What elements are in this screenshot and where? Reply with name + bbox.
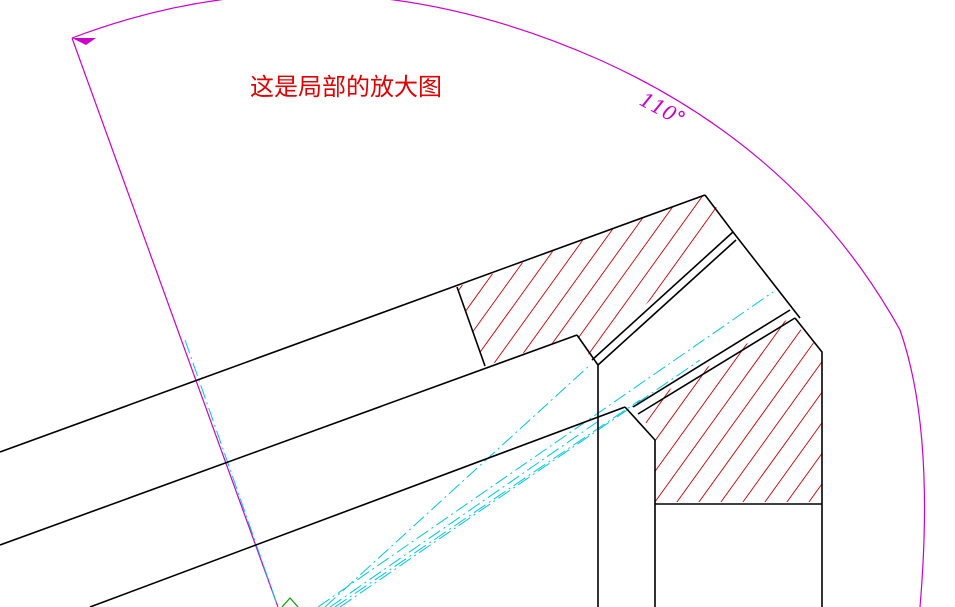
centerline-ray-3 [329,419,601,607]
hatch-line [457,195,517,366]
hatch-line [768,180,912,380]
hatch-line [707,318,822,502]
lower-edge-line [89,406,626,607]
hatch-line [503,195,649,366]
hatch-line [790,180,934,380]
chamfer-side [732,231,801,319]
hatch-line [525,195,671,366]
hatch-line [679,195,728,366]
hatch-line [240,180,384,380]
dimension-extension-line [71,37,279,607]
hatch-line [900,180,955,380]
hatch-line [641,318,801,502]
angle-dimension: 110° [71,0,926,607]
hatch-line [884,300,955,520]
right-hatch-section [400,300,955,520]
hatch-line [284,180,428,380]
hatch-line [751,318,822,502]
hatch-line [547,195,693,366]
hatch-line [400,300,558,520]
centerline-ray-2 [324,364,591,607]
ucs-marker-icon [281,597,299,607]
hatch-line [729,318,822,502]
hatch-line [928,300,955,520]
angle-dimension-label: 110° [636,87,690,131]
upper-hatch-section [240,180,955,380]
dimension-arc [71,0,926,607]
hatch-line [481,195,627,366]
gap-line-lower-a [632,309,791,408]
hatch-line [817,318,822,502]
dimension-arrowhead [72,38,96,45]
hatch-line [635,195,728,366]
hatch-line [906,300,955,520]
hatch-line [262,180,406,380]
outer-edge-line [0,194,706,453]
hatch-line [444,300,602,520]
hatch-line [834,180,955,380]
hatch-line [862,300,955,520]
hatch-line [466,300,624,520]
gap-line-lower-b [637,317,796,415]
hatch-line [878,180,955,380]
chamfer-outer [591,194,735,361]
hatch-line [663,318,822,502]
centerline-ray-1 [317,291,774,607]
hatch-line [950,300,955,520]
gap-line-upper [597,239,737,366]
hatch-line [638,318,691,502]
hatch-boundary-line [456,286,486,367]
hatch-line [701,195,728,366]
right-outer-profile [794,317,823,607]
inner-step-line [576,334,599,607]
centerline-ray-5 [339,359,701,607]
hatch-line [723,195,728,366]
hatch-line [457,195,583,366]
hatch-line [457,195,473,366]
centerline-axis [184,339,279,607]
inner-edge-line [0,334,578,546]
centerlines [184,291,774,607]
hatch-line [306,180,450,380]
right-inner-profile [624,406,656,607]
hatch-line [459,195,605,366]
hatch-line [613,195,728,366]
centerline-ray-4 [334,399,641,607]
hatch-line [457,195,561,366]
hatch-line [685,318,822,502]
hatch-line [773,318,822,502]
part-outlines [0,194,823,607]
detail-note-text: 这是局部的放大图 [250,73,442,101]
hatch-line [812,180,955,380]
hatch-line [856,180,955,380]
hatch-line [422,300,580,520]
hatch-line [569,195,715,366]
hatch-line [457,195,539,366]
hatch-line [922,180,955,380]
ucs-marker [281,597,299,607]
hatch-line [795,318,822,502]
hatch-line [840,300,955,520]
